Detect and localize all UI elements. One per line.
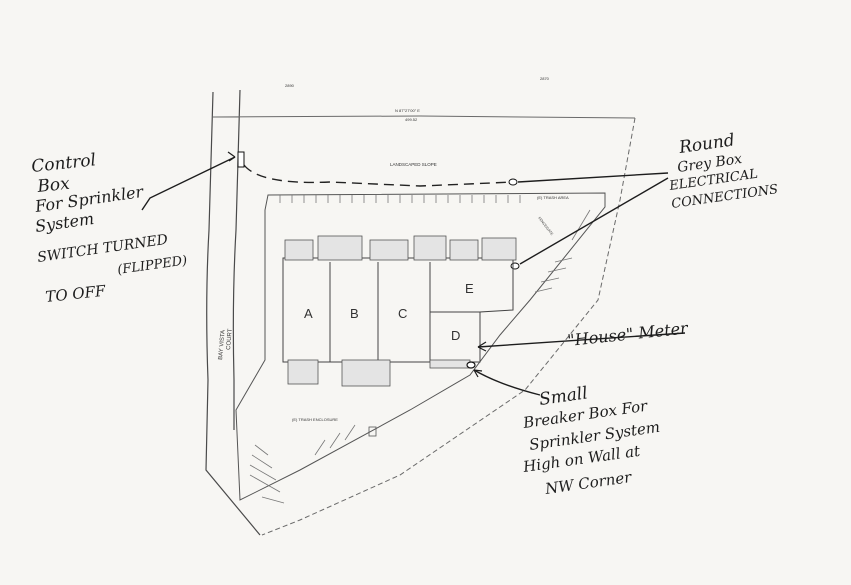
breaker-box-note: Small Breaker Box For Sprinkler System H…	[521, 383, 661, 498]
trash-area-label: (E) TRASH AREA	[537, 195, 569, 200]
unit-label-e: E	[465, 281, 474, 296]
control-box-note-line-2: Box	[35, 174, 71, 197]
parking-stall-stripes	[249, 195, 591, 504]
buried-line	[243, 164, 513, 187]
breaker-box-symbol	[466, 361, 476, 369]
property-boundary	[212, 115, 636, 536]
round-grey-box-lower	[510, 262, 520, 270]
trash-enclosure-symbol	[368, 426, 377, 437]
landscaped-slope-label: LANDSCAPED SLOPE	[390, 162, 437, 167]
parking-lot-outline	[235, 192, 606, 501]
fence-gate-label: FENCE/GATE	[537, 216, 554, 236]
unit-label-c: C	[398, 306, 407, 321]
house-meter-note: "House" Meter	[566, 318, 689, 350]
building-entries	[284, 235, 517, 387]
unit-label-a: A	[304, 306, 313, 321]
annotation-leaders	[141, 151, 686, 396]
trash-enclosure-label: (E) TRASH ENCLOSURE	[292, 417, 338, 422]
bearing-label: N 87°27'00" E	[395, 108, 420, 113]
parcel-number-left: 2890	[285, 83, 295, 88]
street-label-1: BAY VISTA	[218, 330, 227, 360]
control-box-note: Control Box For Sprinkler System SWITCH …	[30, 150, 188, 306]
control-box-note-line-7: TO OFF	[45, 282, 107, 306]
street	[205, 89, 261, 536]
control-box-note-line-6: (FLIPPED)	[116, 253, 188, 278]
unit-labels: A B C D E	[304, 281, 474, 343]
distance-label: 499.52	[405, 117, 418, 122]
round-grey-box-upper	[508, 178, 518, 186]
grey-box-note: Round Grey Box ELECTRICAL CONNECTIONS	[667, 130, 779, 212]
breaker-box-note-line-5: NW Corner	[543, 468, 633, 498]
street-label-2: COURT	[226, 328, 234, 350]
control-box-symbol	[237, 151, 245, 168]
parcel-number-right: 2870	[540, 76, 550, 81]
unit-label-b: B	[350, 306, 359, 321]
control-box-note-line-1: Control	[30, 150, 97, 177]
unit-label-d: D	[451, 328, 460, 343]
